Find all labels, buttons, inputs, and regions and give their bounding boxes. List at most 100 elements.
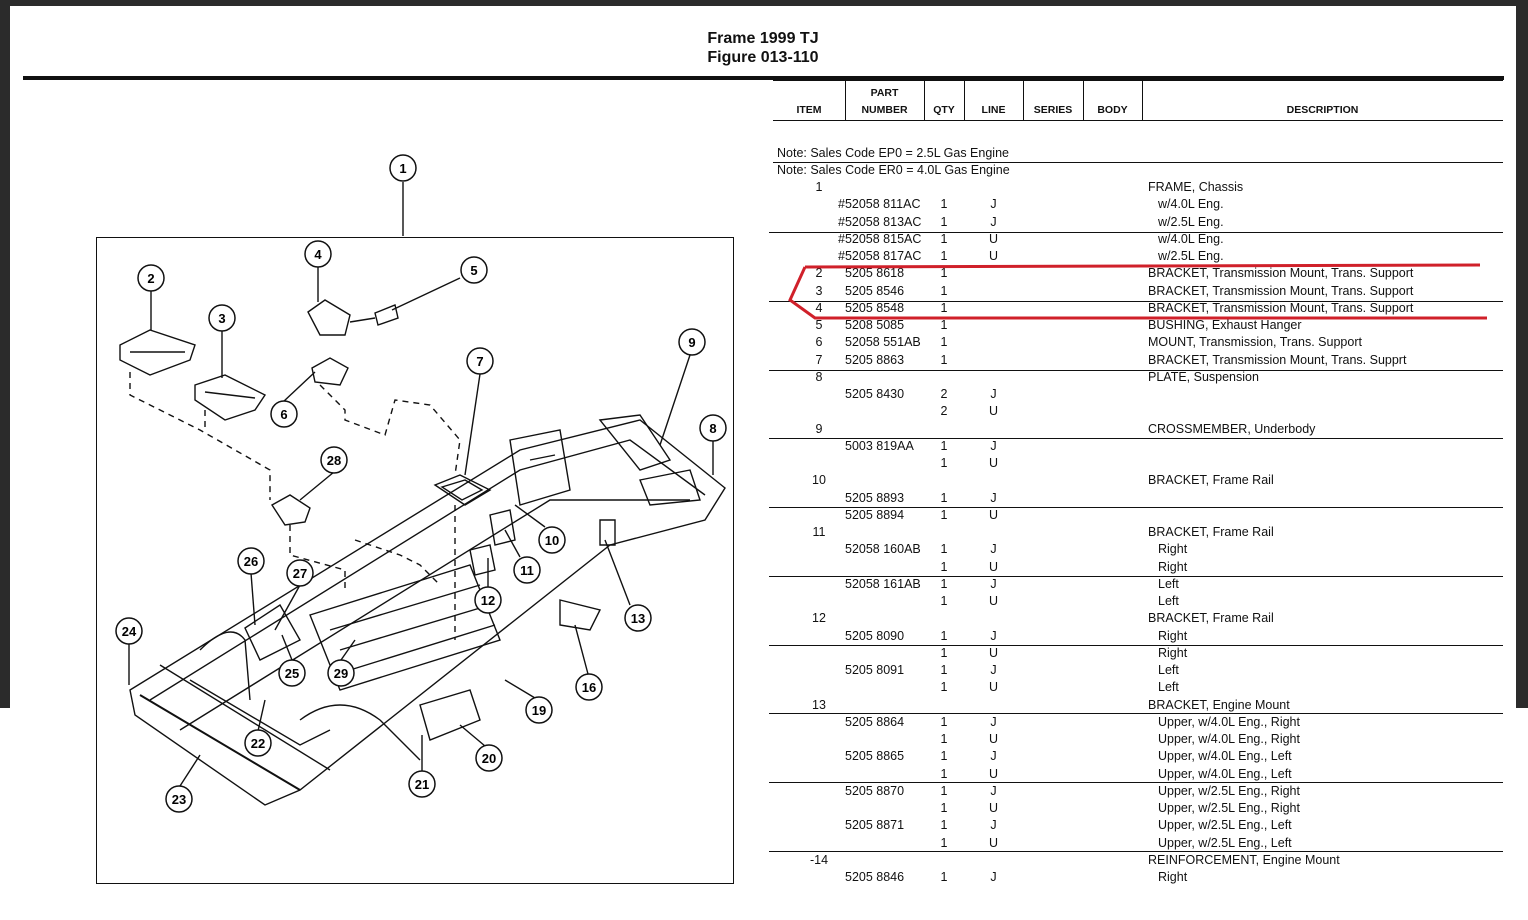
row-description: w/4.0L Eng.: [1158, 197, 1224, 212]
callout-24: 24: [115, 617, 143, 645]
row-description: Right: [1158, 870, 1188, 884]
row-description: BRACKET, Frame Rail: [1148, 473, 1274, 488]
row-line: U: [988, 249, 999, 263]
row-description: Right: [1158, 542, 1188, 557]
header-body: BODY: [1097, 104, 1128, 116]
callout-11: 11: [513, 556, 541, 584]
row-qty: 1: [940, 214, 948, 229]
row-description: Left: [1158, 576, 1179, 591]
row-qty: 1: [940, 559, 948, 574]
figure-number: Figure 013-110: [707, 49, 819, 66]
row-rule: [773, 162, 1503, 163]
svg-text:21: 21: [415, 777, 429, 792]
row-item: 12: [812, 611, 826, 626]
row-description: BRACKET, Engine Mount: [1148, 697, 1290, 712]
row-qty: 1: [940, 594, 948, 608]
svg-text:24: 24: [122, 624, 137, 639]
callout-29: 29: [327, 659, 355, 687]
window-frame-top: [0, 0, 1528, 6]
svg-text:8: 8: [709, 421, 716, 436]
svg-text:28: 28: [327, 453, 341, 468]
svg-text:10: 10: [545, 533, 559, 548]
row-part-number: 52058 551AB: [845, 335, 921, 350]
row-line: J: [990, 197, 997, 212]
row-qty: 1: [940, 300, 948, 315]
callout-19: 19: [525, 696, 553, 724]
row-description: BRACKET, Frame Rail: [1148, 525, 1274, 539]
callout-13: 13: [624, 604, 652, 632]
row-description: BRACKET, Frame Rail: [1148, 611, 1274, 626]
callout-5: 5: [460, 256, 488, 284]
row-part-number: 5205 8091: [845, 663, 905, 677]
row-description: BRACKET, Transmission Mount, Trans. Supp…: [1148, 352, 1407, 367]
row-part-number: 5205 8870: [845, 783, 905, 798]
row-description: Upper, w/2.5L Eng., Left: [1158, 835, 1292, 850]
row-line: J: [990, 214, 997, 229]
header-rule: [23, 76, 1504, 80]
svg-text:20: 20: [482, 751, 496, 766]
row-qty: 1: [940, 749, 948, 764]
row-line: J: [990, 714, 997, 729]
row-qty: 1: [940, 663, 948, 677]
row-part-number: #52058 815AC: [838, 231, 922, 246]
row-part-number: 5205 8090: [845, 628, 905, 643]
row-description: w/2.5L Eng.: [1158, 249, 1224, 263]
svg-text:23: 23: [172, 792, 186, 807]
row-line: J: [990, 663, 997, 677]
row-rule: [769, 232, 1503, 233]
callout-21: 21: [408, 770, 436, 798]
callout-12: 12: [474, 586, 502, 614]
col-divider: [1083, 80, 1084, 120]
svg-text:29: 29: [334, 666, 348, 681]
svg-text:27: 27: [293, 566, 307, 581]
callout-9: 9: [678, 328, 706, 356]
svg-text:4: 4: [314, 247, 322, 262]
svg-text:16: 16: [582, 680, 596, 695]
row-part-number: 5205 8864: [845, 714, 905, 729]
svg-text:25: 25: [285, 666, 299, 681]
window-frame-left: [0, 0, 10, 708]
row-qty: 1: [940, 714, 948, 729]
row-qty: 1: [940, 732, 948, 746]
row-description: Left: [1158, 663, 1179, 677]
row-part-number: 5205 8846: [845, 870, 905, 884]
callout-8: 8: [699, 414, 727, 442]
row-item: 6: [815, 335, 823, 350]
row-line: J: [990, 818, 997, 833]
row-description: BUSHING, Exhaust Hanger: [1148, 318, 1302, 332]
col-divider: [1142, 80, 1143, 120]
row-rule: [769, 507, 1503, 508]
note-ep0: Note: Sales Code EP0 = 2.5L Gas Engine: [777, 146, 1009, 160]
row-line: J: [990, 542, 997, 557]
row-line: J: [990, 749, 997, 764]
frame-diagram: 1 2 3 4 5 6 7 8 9 10 11 12 13 16 19 20 2…: [115, 154, 727, 813]
row-description: Upper, w/2.5L Eng., Left: [1158, 818, 1292, 833]
row-part-number: 5003 819AA: [845, 438, 914, 453]
window-frame-right: [1516, 0, 1528, 708]
row-line: U: [988, 404, 999, 419]
callout-4: 4: [304, 240, 332, 268]
row-qty: 1: [940, 490, 948, 505]
row-item: 5: [815, 318, 823, 332]
row-description: CROSSMEMBER, Underbody: [1148, 421, 1316, 436]
row-description: w/2.5L Eng.: [1158, 214, 1224, 229]
row-rule: [769, 645, 1503, 646]
row-rule: [769, 576, 1503, 577]
col-divider: [964, 80, 965, 120]
table-header-top-rule: [773, 80, 1503, 81]
page-title: Frame 1999 TJ: [707, 30, 819, 47]
callout-1: 1: [389, 154, 417, 182]
row-part-number: 5205 8871: [845, 818, 905, 833]
row-line: J: [990, 783, 997, 798]
row-description: Upper, w/2.5L Eng., Right: [1158, 783, 1300, 798]
header-part-line1: PART: [870, 87, 899, 99]
row-description: Right: [1158, 559, 1188, 574]
row-description: BRACKET, Transmission Mount, Trans. Supp…: [1148, 300, 1414, 315]
header-series: SERIES: [1033, 104, 1073, 116]
row-description: PLATE, Suspension: [1148, 369, 1259, 384]
row-qty: 1: [940, 628, 948, 643]
header-line: LINE: [981, 104, 1006, 116]
svg-text:2: 2: [147, 271, 154, 286]
frame-diagram-box: [96, 237, 734, 884]
row-qty: 1: [940, 818, 948, 833]
